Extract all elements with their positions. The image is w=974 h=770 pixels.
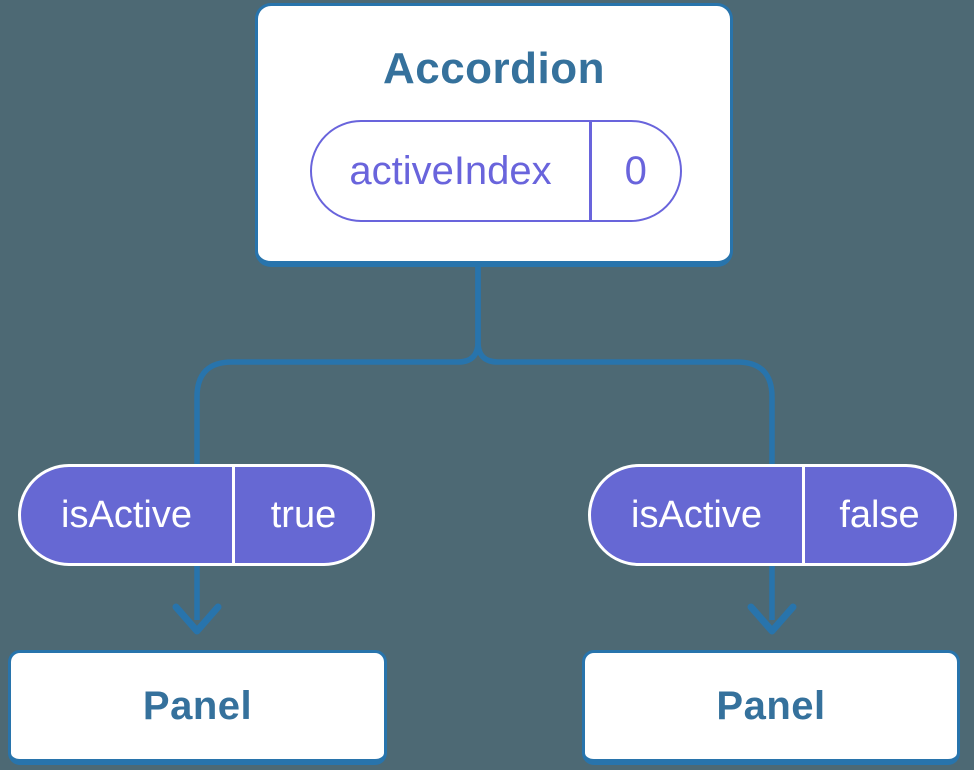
prop-pill-value: false (839, 493, 920, 536)
branch-connector-right (475, 262, 775, 620)
prop-pill-right: isActive false (588, 464, 957, 566)
state-pill-label: activeIndex (349, 148, 552, 193)
panel-title: Panel (142, 683, 253, 728)
prop-pill-label: isActive (631, 493, 762, 536)
down-arrow-icon (747, 603, 797, 635)
panel-card-left: Panel (8, 650, 387, 765)
down-arrow-icon (172, 603, 222, 635)
panel-card-right: Panel (582, 650, 960, 765)
pill-divider (232, 467, 235, 563)
pill-divider (589, 122, 592, 220)
prop-pill-value: true (270, 493, 337, 536)
accordion-title: Accordion (382, 44, 606, 93)
accordion-card: Accordion activeIndex 0 (255, 3, 733, 267)
branch-connector-left (194, 262, 481, 620)
state-pill: activeIndex 0 (310, 120, 682, 222)
prop-pill-left: isActive true (18, 464, 375, 566)
prop-pill-label: isActive (61, 493, 192, 536)
panel-title: Panel (716, 683, 826, 728)
pill-divider (802, 467, 805, 563)
state-pill-value: 0 (624, 148, 647, 193)
